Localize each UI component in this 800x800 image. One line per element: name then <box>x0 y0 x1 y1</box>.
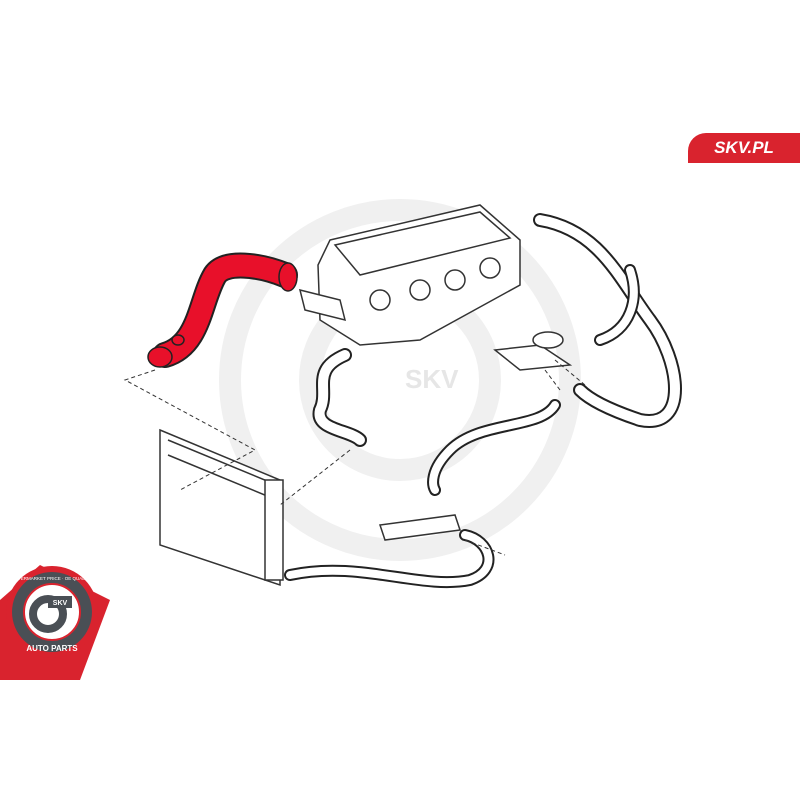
radiator <box>159 428 284 587</box>
badge-top-text: AFTERMARKET PRICE · OE QUALITY <box>12 576 91 581</box>
badge-bottom-text: AUTO PARTS <box>26 644 78 653</box>
watermark-text: SKV <box>405 364 459 394</box>
engine-cylinder-head <box>298 204 521 346</box>
highlighted-radiator-hose <box>147 252 298 368</box>
badge-center-text: SKV <box>53 600 68 607</box>
leader-lines <box>123 359 586 556</box>
coolant-hoses <box>284 213 682 589</box>
skv-auto-parts-badge: SKV AUTO PARTS AFTERMARKET PRICE · OE QU… <box>0 565 110 680</box>
brand-tag: SKV.PL <box>688 133 800 163</box>
pipe-junction <box>379 331 573 541</box>
